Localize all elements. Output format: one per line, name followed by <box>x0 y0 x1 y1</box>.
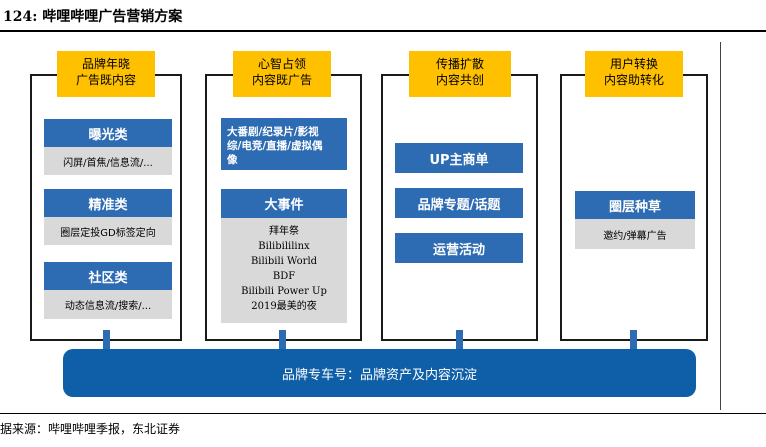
event-item: Bilibililinx <box>258 241 310 252</box>
connector-col1 <box>103 330 110 352</box>
figure-title: 124: 哔哩哔哩广告营销方案 <box>3 9 183 25</box>
detail-exposure: 闪屏/首焦/信息流/... <box>44 147 172 175</box>
block-precision: 精准类 <box>44 189 172 217</box>
genres-line1: 大番剧/纪录片/影视 <box>227 126 319 138</box>
badge-brand-awareness: 品牌年晓 广告既内容 <box>57 51 155 97</box>
block-community: 社区类 <box>44 262 172 290</box>
title-divider <box>0 30 766 32</box>
badge-line1: 心智占领 <box>257 57 306 71</box>
badge-spread: 传播扩散 内容共创 <box>409 51 511 97</box>
event-item: Bilibili Power Up <box>241 286 327 297</box>
badge-line2: 内容既广告 <box>251 73 312 87</box>
block-brand-topic: 品牌专题/话题 <box>395 188 523 218</box>
event-item: 拜年祭 <box>269 226 299 237</box>
detail-circle-seeding: 邀约/弹幕广告 <box>575 219 695 249</box>
badge-line2: 广告既内容 <box>75 73 136 87</box>
block-content-genres: 大番剧/纪录片/影视 综/电竞/直播/虚拟偶 像 <box>221 118 347 170</box>
detail-community: 动态信息流/搜索/... <box>44 290 172 319</box>
connector-col4 <box>630 330 637 352</box>
badge-line1: 品牌年晓 <box>81 57 130 71</box>
footer-divider <box>0 413 766 414</box>
connector-col3 <box>456 330 463 352</box>
frame-right-edge <box>720 42 721 410</box>
badge-line1: 用户转换 <box>609 57 658 71</box>
block-circle-seeding: 圈层种草 <box>575 191 695 219</box>
genres-line2: 综/电竞/直播/虚拟偶 <box>227 140 323 152</box>
badge-line2: 内容助转化 <box>603 73 664 87</box>
badge-mind-share: 心智占领 内容既广告 <box>233 51 331 97</box>
event-item: 2019最美的夜 <box>251 301 317 312</box>
badge-line2: 内容共创 <box>435 73 484 87</box>
badge-line1: 传播扩散 <box>435 57 484 71</box>
block-big-events: 大事件 <box>221 189 347 218</box>
genres-line3: 像 <box>227 154 238 166</box>
connector-col2 <box>279 330 286 352</box>
detail-precision: 圈层定投GD标签定向 <box>44 217 172 245</box>
event-list: 拜年祭 Bilibililinx Bilibili World BDF Bili… <box>221 218 347 323</box>
source-note: 据来源：哔哩哔哩季报，东北证券 <box>0 422 181 436</box>
badge-conversion: 用户转换 内容助转化 <box>585 51 683 97</box>
brand-account-bar: 品牌专车号：品牌资产及内容沉淀 <box>63 349 696 397</box>
event-item: Bilibili World <box>250 256 318 267</box>
event-item: BDF <box>272 271 296 282</box>
block-exposure: 曝光类 <box>44 119 172 147</box>
block-operations-event: 运营活动 <box>395 233 523 263</box>
block-up-sponsorship: UP主商单 <box>395 143 523 173</box>
